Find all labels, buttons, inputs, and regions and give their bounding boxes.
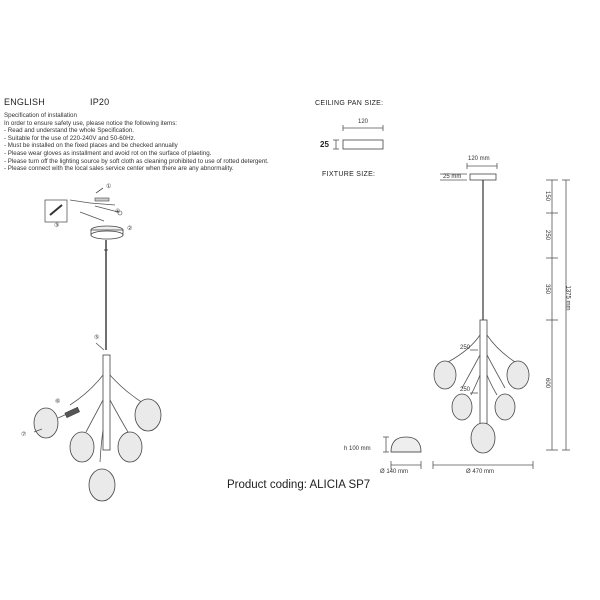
- callout-4: ④: [115, 209, 121, 215]
- dim-arm-1: 250: [460, 345, 471, 351]
- product-coding: Product coding: ALICIA SP7: [227, 479, 371, 491]
- ceiling-pan-drawing: [333, 125, 384, 150]
- ip-rating: IP20: [90, 97, 110, 107]
- shade-diameter: Ø 140 mm: [380, 469, 409, 475]
- callout-5: ⑤: [94, 335, 100, 341]
- ceiling-pan-height: 25: [320, 140, 329, 149]
- instruction-line: - Read and understand the whole Specific…: [4, 127, 135, 135]
- dim-seg-2: 250: [544, 229, 551, 241]
- dim-total: 1375 mm: [564, 285, 571, 311]
- fixture-width: Ø 470 mm: [466, 469, 495, 475]
- instructions-title: Specification of installation: [4, 112, 77, 119]
- instructions: Specification of installation In order t…: [4, 112, 269, 173]
- dim-arm-2: 250: [460, 387, 471, 393]
- instruction-line: - Suitable for the use of 220-240V and 5…: [4, 134, 136, 142]
- language-label: ENGLISH: [4, 97, 45, 107]
- callout-3: ③: [54, 223, 60, 229]
- ceiling-pan-label: CEILING PAN SIZE:: [315, 100, 384, 107]
- callout-6: ⑥: [55, 399, 61, 405]
- shade-detail: [383, 436, 422, 469]
- fixture-pan-width: 120 mm: [468, 156, 490, 162]
- dim-seg-4: 600: [544, 377, 551, 389]
- callout-2: ②: [127, 226, 133, 232]
- instruction-line: - Please wear gloves as installment and …: [4, 149, 212, 157]
- callout-7: ⑦: [21, 432, 27, 438]
- instruction-line: In order to ensure safety use, please no…: [4, 119, 178, 127]
- fixture-drawing: [432, 163, 570, 469]
- fixture-pan-height: 25 mm: [443, 174, 462, 180]
- dim-seg-1: 150: [544, 190, 551, 202]
- instruction-line: - Must be installed on the fixed places …: [4, 142, 178, 150]
- ceiling-pan-width: 120: [358, 119, 369, 125]
- instruction-line: - Please turn off the lighting source by…: [4, 157, 269, 165]
- shade-height: h 100 mm: [344, 446, 371, 452]
- dim-seg-3: 350: [544, 283, 551, 295]
- installation-drawing: [33, 187, 162, 502]
- callout-1: ①: [106, 184, 112, 190]
- fixture-size-label: FIXTURE SIZE:: [322, 171, 376, 178]
- instruction-line: - Please connect with the local sales se…: [4, 165, 234, 173]
